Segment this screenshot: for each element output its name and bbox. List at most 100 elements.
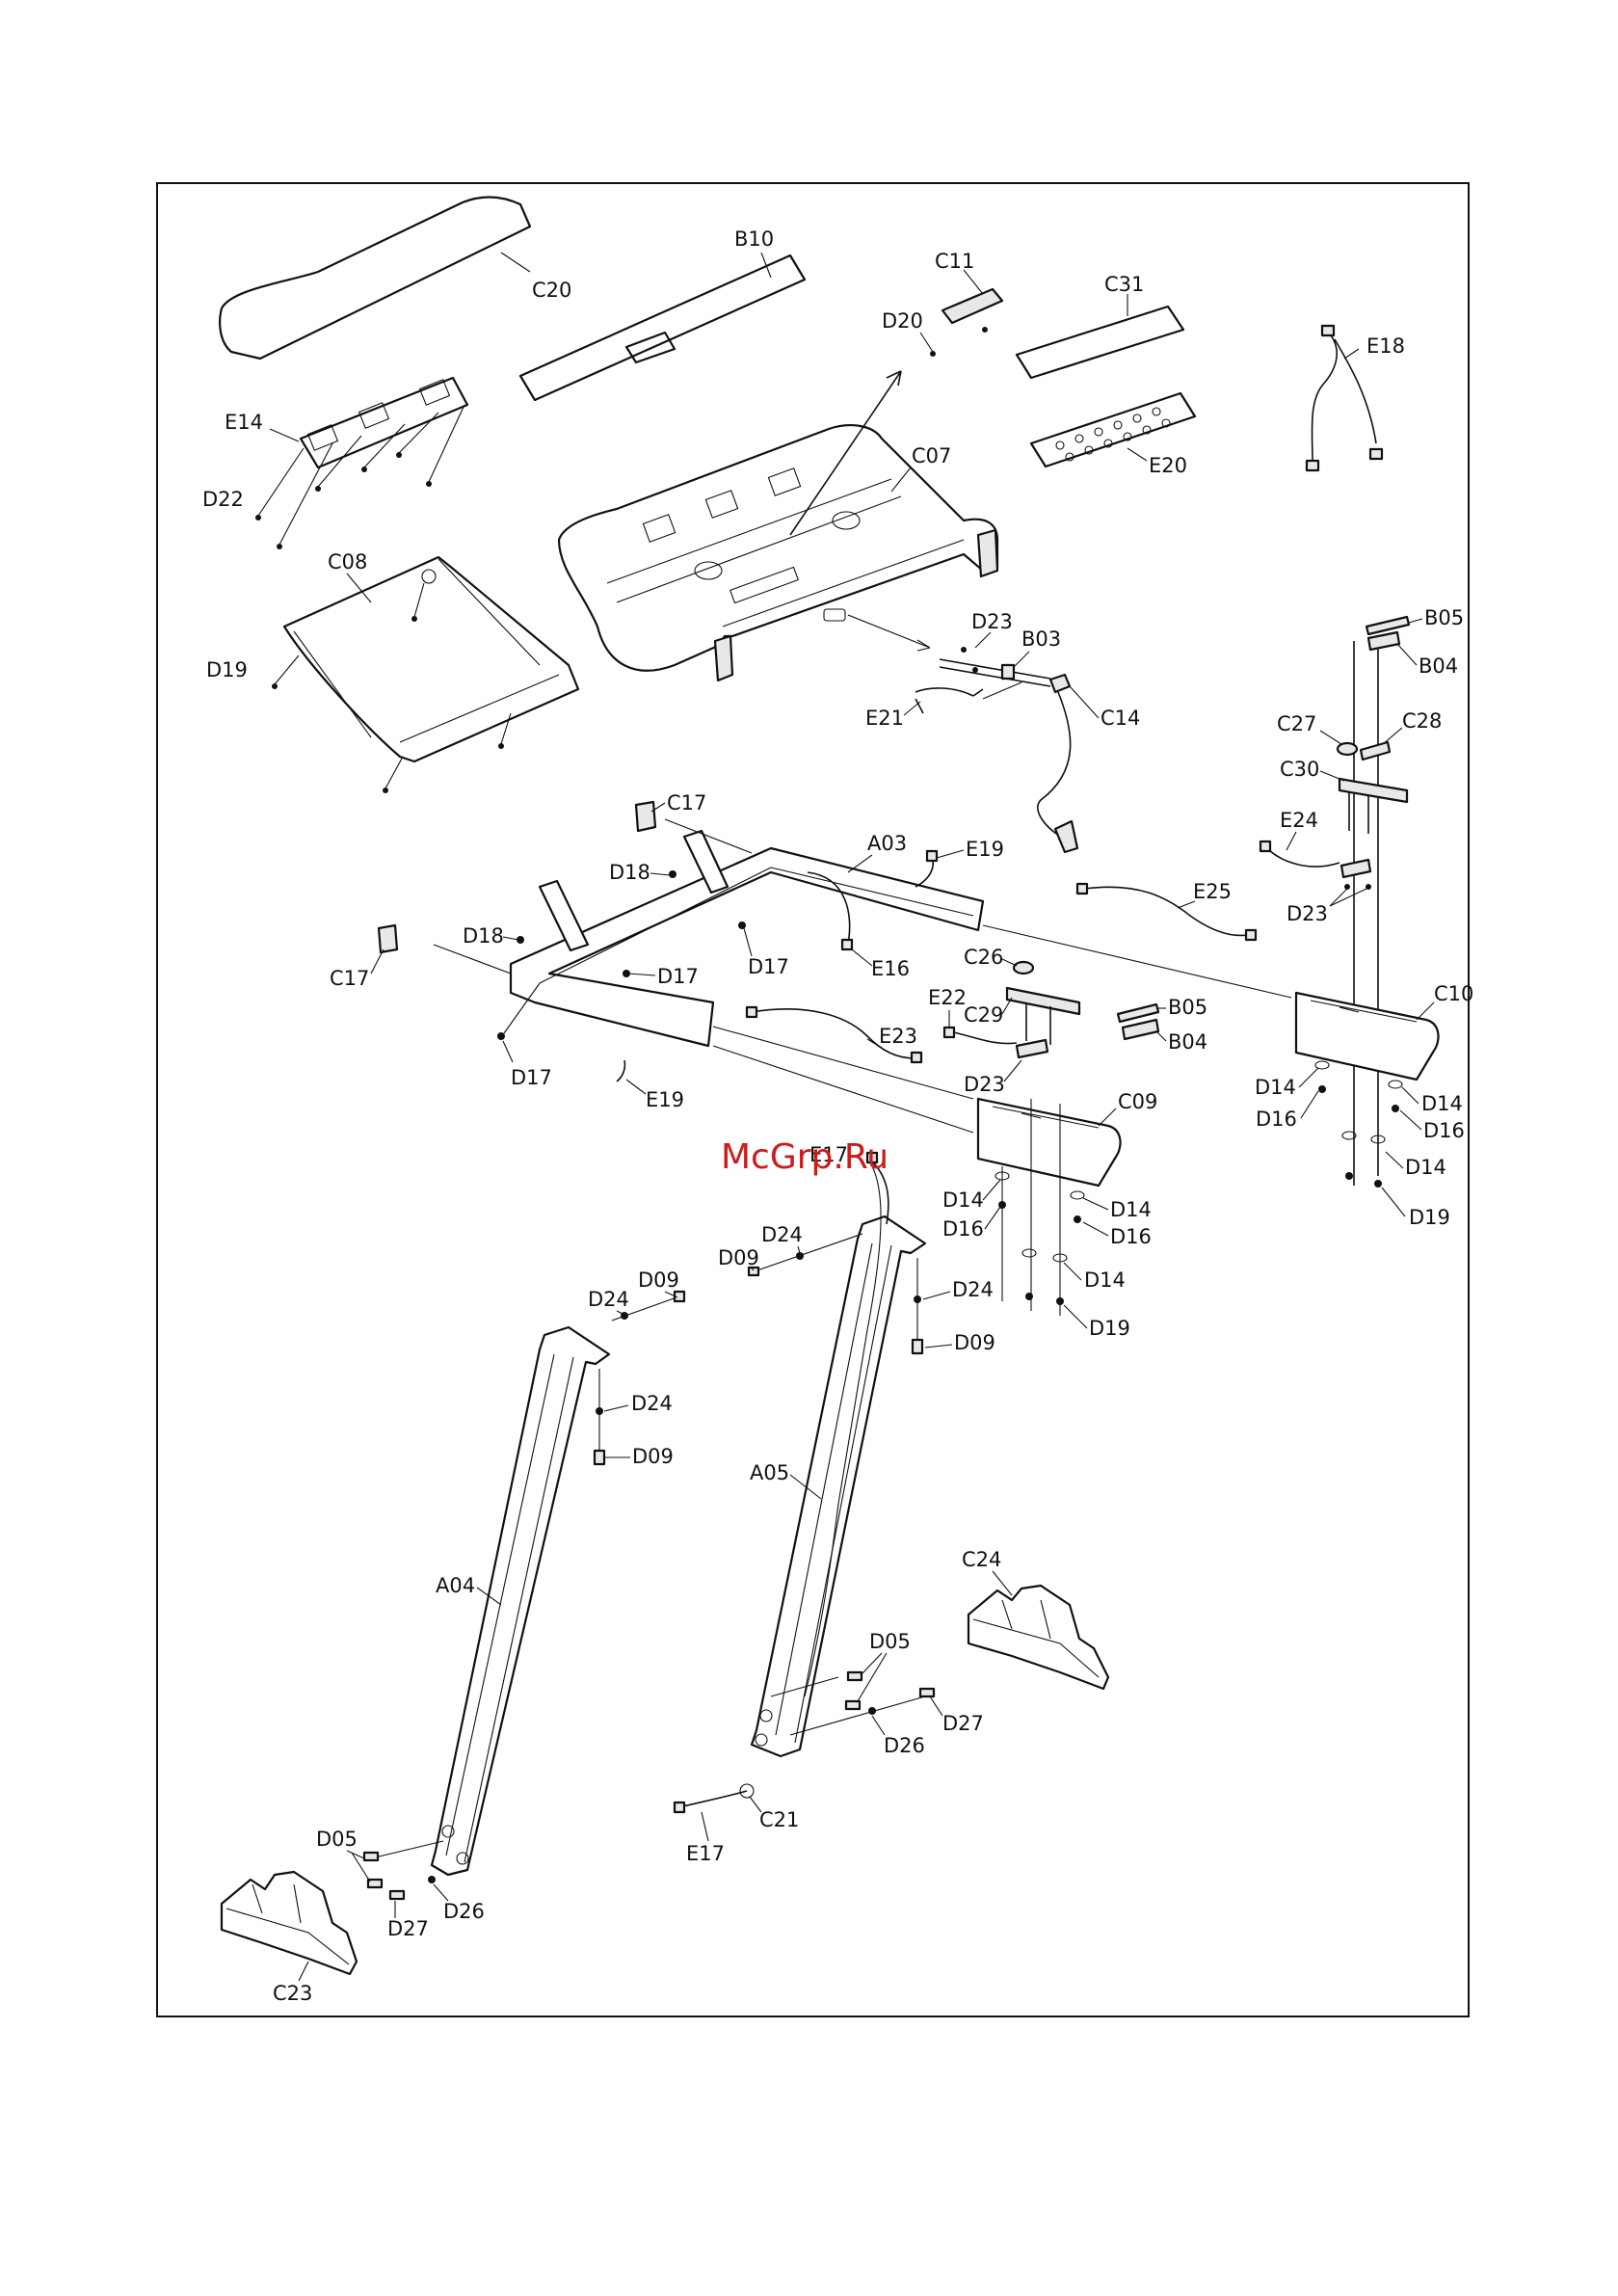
part-c10-cap	[1294, 991, 1440, 1081]
part-c30-bar	[1338, 777, 1409, 804]
label-c14: C14	[1101, 707, 1140, 730]
label-d24-a05-right: D24	[952, 1278, 994, 1301]
part-e19-wire-bottom	[616, 1059, 626, 1082]
part-c07-console	[557, 424, 999, 672]
a05-inner-wire	[804, 1165, 882, 1697]
e14-window-3	[418, 379, 451, 406]
label-d22: D22	[202, 488, 244, 511]
part-c28	[1359, 740, 1392, 761]
label-c07: C07	[912, 444, 951, 467]
part-a03-frame	[509, 846, 985, 1048]
label-c23: C23	[273, 1982, 312, 2005]
watermark: McGrp.Ru	[721, 1137, 889, 1177]
label-c21: C21	[759, 1808, 799, 1831]
label-d23-top: D23	[971, 610, 1013, 633]
label-b05-mid: B05	[1168, 996, 1207, 1019]
label-a05: A05	[750, 1461, 789, 1484]
label-b10: B10	[734, 227, 774, 251]
label-d23-right: D23	[1286, 902, 1328, 925]
label-a04: A04	[436, 1574, 475, 1597]
a05-edge	[775, 1242, 892, 1744]
part-c14-clip	[1048, 673, 1072, 694]
part-c26	[1012, 960, 1035, 975]
d19-screws-top	[272, 582, 512, 793]
a04-hole-a	[441, 1825, 455, 1838]
e17-connector	[673, 1801, 686, 1814]
label-d16-c10-right: D16	[1423, 1119, 1465, 1142]
e25-connector-b	[1244, 928, 1258, 942]
label-d27-a04: D27	[387, 1917, 429, 1940]
label-d19-right: D19	[1409, 1206, 1450, 1229]
label-e23: E23	[879, 1025, 917, 1048]
label-e17-upper: E17	[809, 1143, 848, 1166]
label-c28: C28	[1402, 709, 1442, 733]
label-d24-a04: D24	[588, 1288, 629, 1311]
label-b04-top: B04	[1419, 654, 1458, 678]
upright-top-hardware	[593, 1233, 924, 1466]
c07-leg-left	[713, 634, 734, 682]
a05-hole-a	[759, 1709, 773, 1722]
label-e16: E16	[871, 957, 910, 980]
label-c17-lower: C17	[330, 967, 369, 990]
label-d16-c09-right: D16	[1110, 1225, 1152, 1248]
e22-connector	[942, 1026, 956, 1039]
d22-screws	[255, 404, 465, 549]
a03-crossbar-right	[682, 829, 729, 894]
part-b04-mid	[1121, 1018, 1160, 1041]
label-c08: C08	[328, 550, 367, 574]
label-c11: C11	[935, 250, 974, 273]
e23-connector-a	[745, 1005, 758, 1019]
label-c17-upper: C17	[667, 791, 706, 814]
e18-connector-b	[1368, 447, 1384, 461]
label-e19-bottom: E19	[646, 1088, 684, 1111]
c07-window-2	[704, 490, 739, 519]
label-c24: C24	[962, 1548, 1001, 1571]
part-e21-wire	[915, 687, 984, 714]
c07-arrow-right	[847, 614, 931, 652]
label-d24-a05: D24	[761, 1223, 803, 1246]
c08-hole	[421, 569, 437, 584]
a03-crossbar-left	[538, 879, 590, 952]
d23-mid-bracket	[1015, 1038, 1049, 1059]
c07-leg-right	[976, 528, 999, 578]
part-e17-wire-upper	[871, 1161, 889, 1225]
labels: C20 B10 C11 C31 D20 E18 E14 D22 C07 E20 …	[202, 227, 1473, 2005]
label-d27-a05: D27	[942, 1712, 984, 1735]
part-a05-upright	[750, 1215, 927, 1758]
c23-detail	[225, 1883, 350, 1965]
label-d09-a05-right: D09	[954, 1331, 995, 1354]
c14-plug	[1053, 819, 1079, 854]
d23-right-bracket	[1339, 858, 1372, 879]
label-d24-a04-lower: D24	[631, 1392, 673, 1415]
label-c31: C31	[1104, 273, 1144, 296]
part-e25-cable	[1083, 886, 1249, 937]
part-b05-top	[1365, 615, 1411, 636]
label-d14-c10-left: D14	[1255, 1076, 1296, 1099]
c07-speaker-left	[694, 561, 723, 580]
c07-window-3	[767, 467, 802, 496]
label-c09: C09	[1118, 1090, 1157, 1113]
part-e23-wire	[751, 1008, 916, 1059]
part-c17-lower	[377, 923, 399, 954]
label-d16-c10-left: D16	[1256, 1108, 1297, 1131]
e20-keys	[1055, 407, 1171, 462]
label-d26-a04: D26	[443, 1900, 485, 1923]
part-c09-cap	[976, 1097, 1122, 1188]
c14-cable	[1037, 691, 1072, 840]
label-c26: C26	[964, 946, 1003, 969]
e16-connector	[840, 938, 854, 951]
c07-safety-key	[823, 608, 846, 622]
part-b04-top	[1366, 630, 1401, 652]
label-d18-upper: D18	[609, 861, 650, 884]
a03-inner	[539, 867, 974, 984]
part-e16-wire	[807, 871, 851, 946]
a04-bottom-hardware	[362, 1840, 444, 1901]
label-e21: E21	[865, 707, 904, 730]
part-b05-mid	[1116, 1002, 1160, 1024]
label-d26-a05: D26	[884, 1734, 925, 1757]
b03-rods	[939, 647, 1051, 687]
part-c20-overlay	[219, 196, 532, 360]
e24-connector	[1259, 840, 1272, 853]
